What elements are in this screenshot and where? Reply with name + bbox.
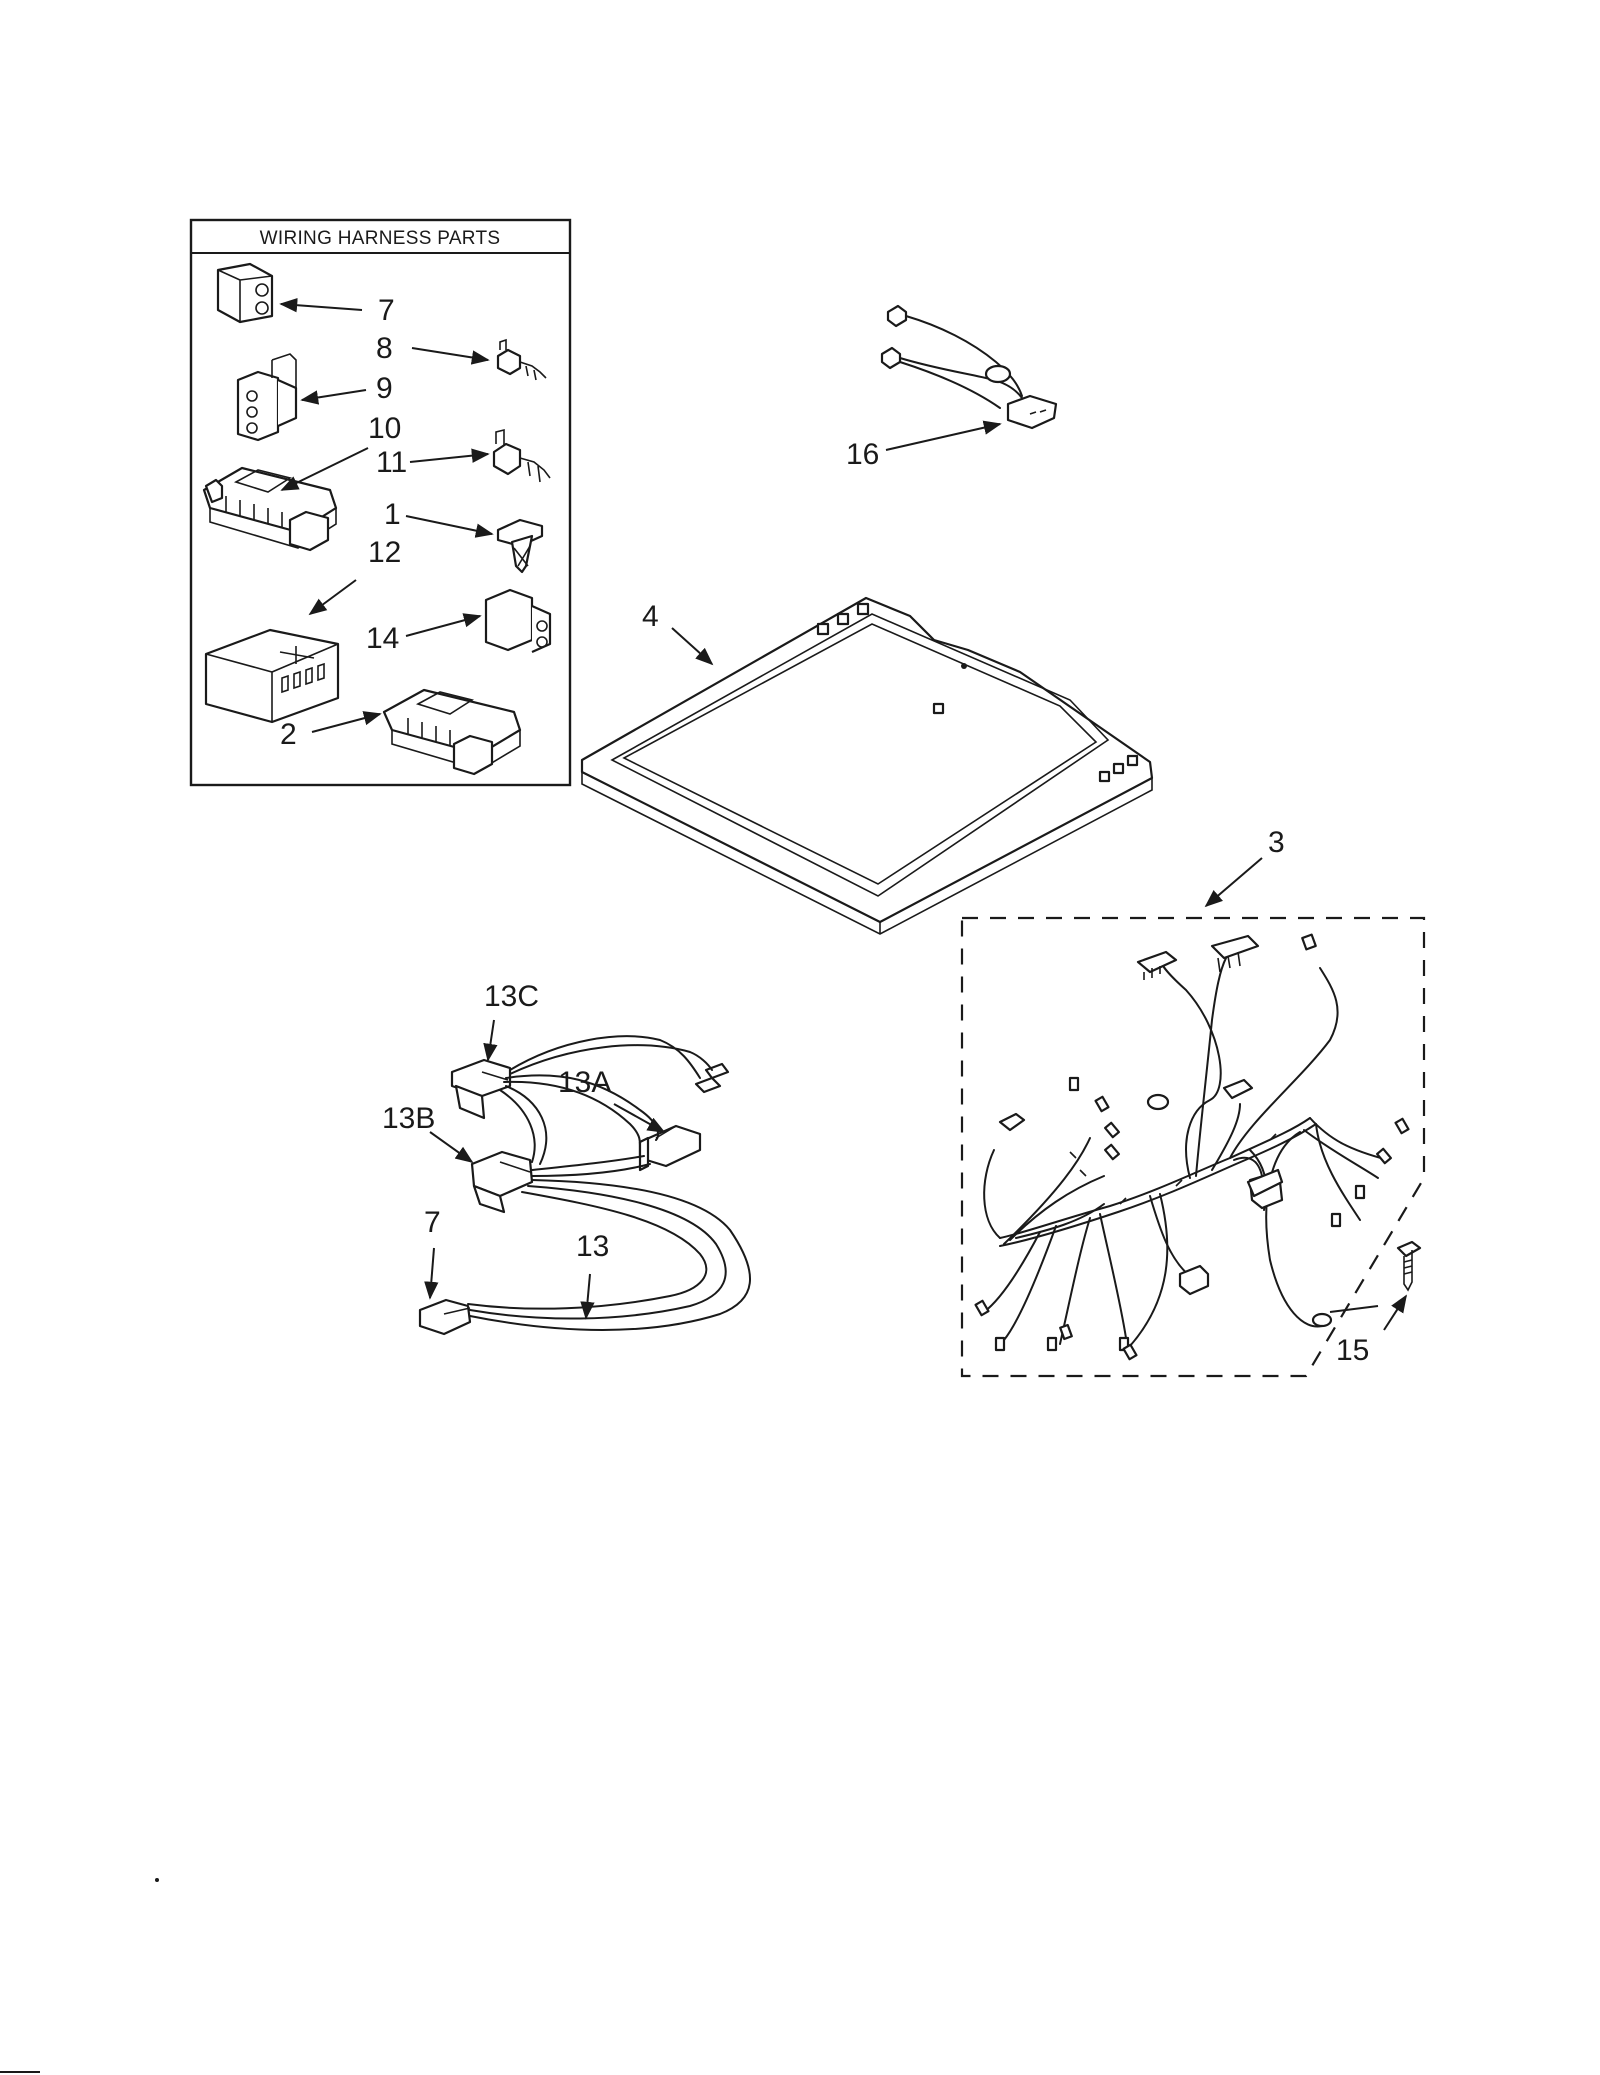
harness-terminal-icon bbox=[1059, 1323, 1073, 1341]
harness-terminal-icon bbox=[1103, 1121, 1121, 1139]
part-14-connector-icon bbox=[484, 588, 552, 654]
panel-outline bbox=[580, 596, 1154, 924]
leader-15 bbox=[1383, 1294, 1407, 1331]
harness-terminal-icon bbox=[1301, 933, 1317, 951]
part-9-connector-icon bbox=[236, 353, 298, 442]
panel-slot-icon bbox=[856, 602, 870, 616]
leader-10 bbox=[280, 447, 369, 491]
part-11-terminal-icon bbox=[492, 428, 551, 483]
part-16-terminal-b-icon bbox=[880, 346, 902, 370]
leader-2 bbox=[311, 711, 382, 733]
callout-7: 7 bbox=[424, 1206, 441, 1239]
leader-13 bbox=[580, 1273, 595, 1320]
callout-16: 16 bbox=[846, 438, 879, 471]
harness-connector-icon bbox=[1210, 934, 1260, 960]
leader-16 bbox=[885, 420, 1002, 451]
part-1-clip-icon bbox=[496, 518, 544, 574]
callout-4: 4 bbox=[642, 600, 659, 633]
harness-terminal-icon bbox=[1103, 1143, 1121, 1161]
scan-mark bbox=[155, 1878, 159, 1882]
callout-3: 3 bbox=[1268, 826, 1285, 859]
harness-ring-terminal-icon bbox=[1146, 1093, 1170, 1111]
leader-12 bbox=[308, 579, 357, 616]
part-3-dashed-outline bbox=[960, 916, 1426, 1378]
leader-14 bbox=[405, 613, 482, 637]
leader-8 bbox=[411, 347, 490, 365]
panel-slot-icon bbox=[932, 702, 945, 715]
part-13-harness-assembly bbox=[418, 1035, 752, 1336]
part-12-block-icon bbox=[204, 628, 340, 724]
panel-slot-icon bbox=[816, 622, 830, 636]
spade-terminal-icon bbox=[704, 1062, 730, 1080]
harness-terminal-icon bbox=[1354, 1184, 1366, 1200]
harness-terminal-icon bbox=[1394, 1117, 1410, 1135]
leader-7 bbox=[424, 1247, 439, 1300]
harness-terminal-icon bbox=[1375, 1147, 1393, 1165]
callout-13: 13 bbox=[576, 1230, 609, 1263]
callout-15: 15 bbox=[1336, 1334, 1369, 1367]
callout-13B: 13B bbox=[382, 1102, 435, 1135]
part-2-connector-housing-icon bbox=[382, 688, 522, 776]
harness-terminal-icon bbox=[1330, 1212, 1342, 1228]
part-15-screw-icon bbox=[1396, 1240, 1422, 1292]
wiring-harness-parts-box: WIRING HARNESS PARTS 7 8 9 bbox=[189, 218, 572, 787]
panel-slot-icon bbox=[1098, 770, 1111, 783]
panel-window-outer bbox=[610, 613, 1110, 897]
parts-box-frame bbox=[189, 218, 572, 787]
part-7-connector-icon bbox=[216, 262, 274, 324]
callout-13A: 13A bbox=[558, 1066, 611, 1099]
callout-8: 8 bbox=[376, 332, 393, 365]
part-8-terminal-icon bbox=[496, 338, 547, 381]
leader-15-to-ring bbox=[1329, 1305, 1379, 1313]
leader-3 bbox=[1204, 857, 1263, 908]
part-16-connector-icon bbox=[1006, 394, 1058, 430]
callout-14: 14 bbox=[366, 622, 399, 655]
leader-7-box bbox=[279, 298, 363, 313]
part-10-connector-housing-icon bbox=[202, 466, 338, 552]
leader-4 bbox=[671, 627, 714, 666]
harness-terminal-icon bbox=[1068, 1076, 1080, 1092]
callout-9: 9 bbox=[376, 372, 393, 405]
harness-terminal-icon bbox=[974, 1299, 990, 1317]
callout-11: 11 bbox=[376, 446, 407, 479]
panel-hole-icon bbox=[961, 663, 967, 669]
leader-13B bbox=[429, 1131, 474, 1164]
leader-11 bbox=[409, 448, 490, 463]
harness-connector-icon bbox=[1136, 950, 1178, 974]
part-16-tie-icon bbox=[984, 364, 1012, 384]
callout-12: 12 bbox=[368, 536, 401, 569]
harness-ring-terminal-icon bbox=[1311, 1312, 1333, 1328]
harness-terminal-icon bbox=[1094, 1095, 1110, 1113]
panel-slot-icon bbox=[1126, 754, 1139, 767]
part-7-connector-icon bbox=[418, 1298, 472, 1336]
part-16-terminal-a-icon bbox=[886, 304, 908, 328]
parts-box-title: WIRING HARNESS PARTS bbox=[260, 228, 501, 249]
callout-13C: 13C bbox=[484, 980, 539, 1013]
harness-terminal-icon bbox=[1122, 1343, 1138, 1361]
part-4-top-panel bbox=[580, 596, 1154, 935]
panel-slot-icon bbox=[1112, 762, 1125, 775]
harness-terminal-icon bbox=[1046, 1336, 1058, 1352]
harness-connector-icon bbox=[1178, 1264, 1210, 1296]
harness-connector-icon bbox=[998, 1112, 1026, 1132]
panel-window-inner bbox=[622, 623, 1098, 885]
callout-10: 10 bbox=[368, 412, 401, 445]
harness-terminal-icon bbox=[994, 1336, 1006, 1352]
part-16-harness bbox=[880, 304, 1058, 430]
leader-13A bbox=[613, 1103, 666, 1133]
leader-13C bbox=[483, 1019, 498, 1062]
callout-1: 1 bbox=[384, 498, 401, 531]
harness-connector-icon bbox=[1222, 1078, 1254, 1100]
part-3-main-harness bbox=[974, 933, 1410, 1361]
leader-1 bbox=[405, 515, 494, 538]
spade-terminal-icon bbox=[694, 1076, 722, 1094]
leader-9 bbox=[300, 389, 367, 405]
panel-slot-icon bbox=[836, 612, 850, 626]
callout-2: 2 bbox=[280, 718, 297, 751]
callout-7-box: 7 bbox=[378, 294, 395, 327]
